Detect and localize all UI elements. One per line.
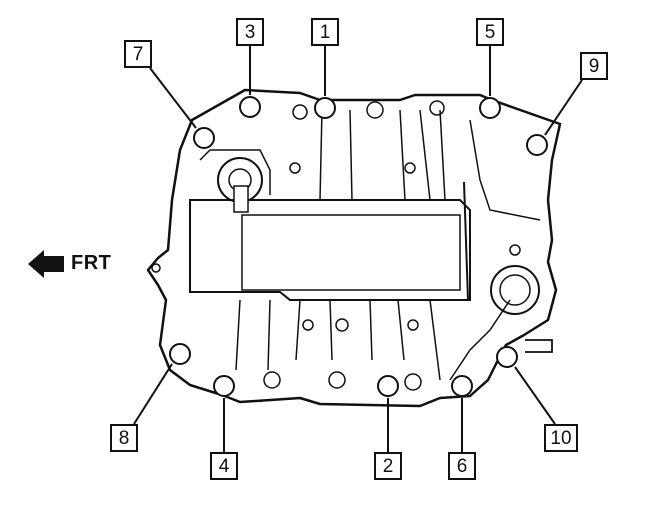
callout-2: 2 xyxy=(374,452,402,480)
callout-4: 4 xyxy=(210,452,238,480)
front-direction-label: FRT xyxy=(71,252,112,274)
leader-10 xyxy=(514,366,556,425)
mount-tab-hole xyxy=(151,263,161,273)
leader-9 xyxy=(544,79,583,136)
bolt-7 xyxy=(193,127,215,149)
throttle-tube xyxy=(233,185,249,213)
callout-3: 3 xyxy=(236,18,264,46)
coolant-port xyxy=(490,265,540,315)
callout-8: 8 xyxy=(110,424,138,452)
detail-holes xyxy=(263,100,521,391)
bolt-1 xyxy=(314,97,336,119)
manifold-outline xyxy=(146,88,562,408)
plenum-plate xyxy=(189,199,471,301)
bolt-9 xyxy=(526,134,548,156)
front-arrow-icon xyxy=(28,250,64,278)
bolt-3 xyxy=(239,96,261,118)
bolt-heads xyxy=(169,96,548,397)
leader-7 xyxy=(149,67,197,129)
bolt-2 xyxy=(377,375,399,397)
bolt-10 xyxy=(496,346,518,368)
leader-8 xyxy=(133,363,173,425)
callout-10: 10 xyxy=(544,424,578,452)
callout-9: 9 xyxy=(580,52,608,80)
callout-5: 5 xyxy=(476,18,504,46)
bolt-4 xyxy=(213,375,235,397)
plenum-rib xyxy=(463,181,469,301)
bolt-5 xyxy=(479,97,501,119)
leader-lines xyxy=(133,45,583,452)
plenum-window xyxy=(241,214,461,291)
callout-7: 7 xyxy=(124,40,152,68)
callout-1: 1 xyxy=(311,18,339,46)
callout-6: 6 xyxy=(448,452,476,480)
hose-nipple xyxy=(525,339,553,353)
bolt-8 xyxy=(169,343,191,365)
bolt-6 xyxy=(451,375,473,397)
runner-lines xyxy=(199,109,541,381)
coolant-port-inner xyxy=(499,274,531,306)
